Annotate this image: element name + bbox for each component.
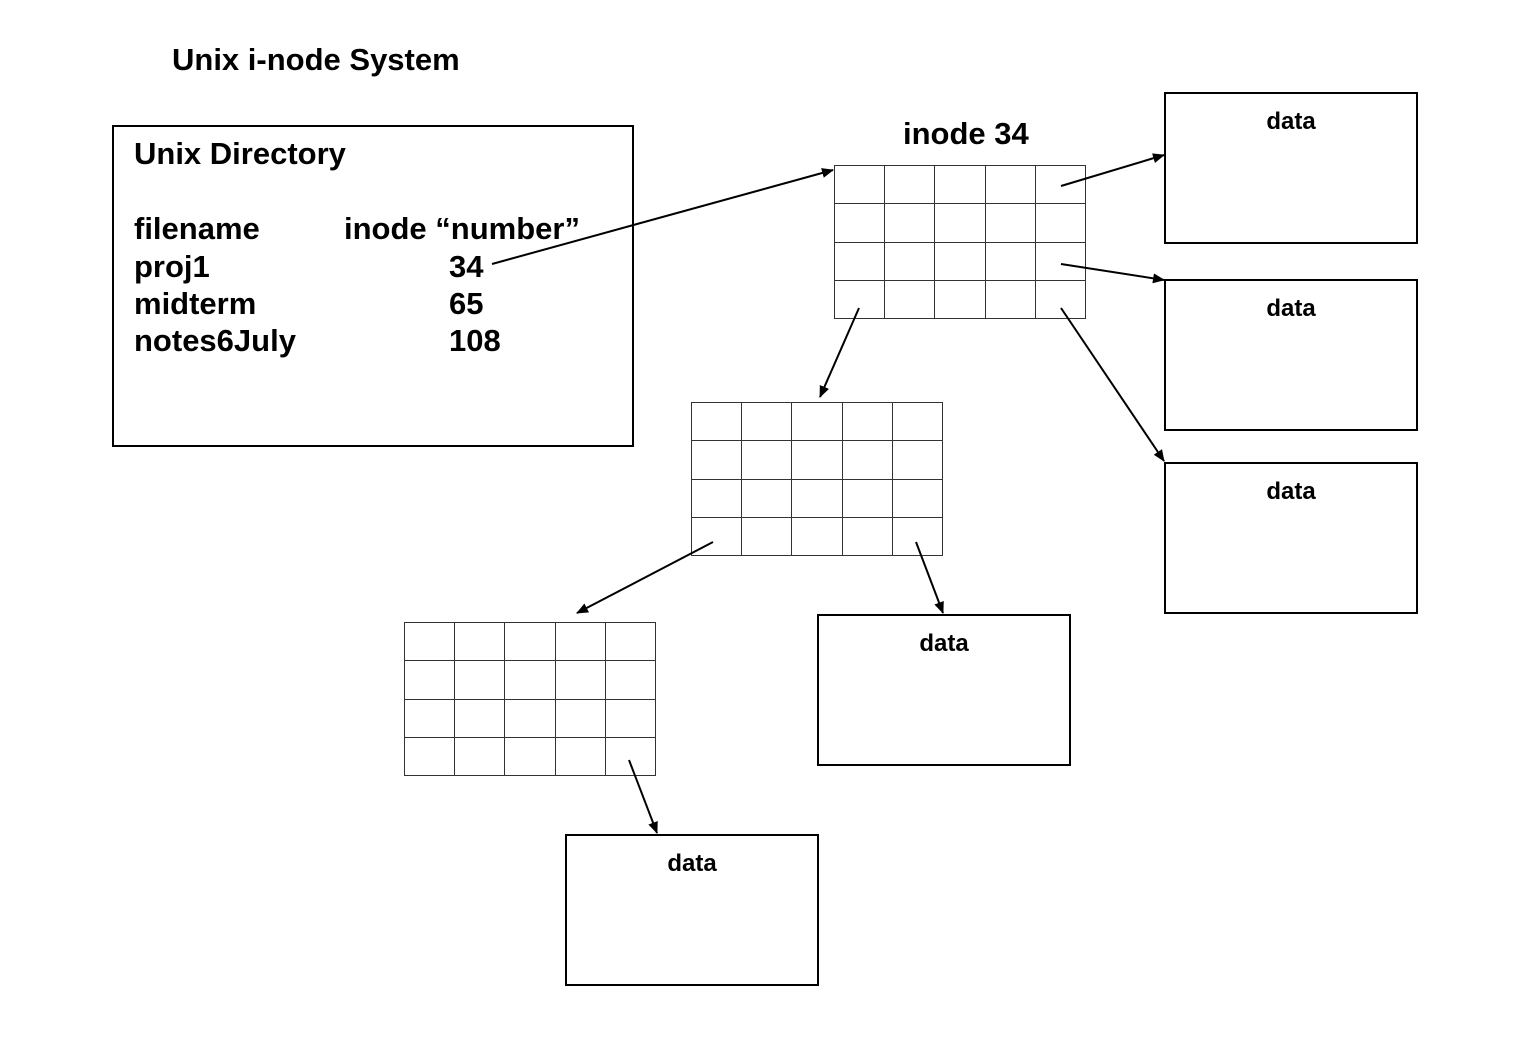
- arrow-inode-to-data-2: [1060, 263, 1165, 284]
- table-cell: [692, 441, 743, 480]
- table-cell: [505, 661, 556, 700]
- table-cell: [792, 441, 843, 480]
- arrow-inode-to-indirect: [819, 307, 860, 398]
- table-cell: [1035, 204, 1086, 243]
- table-cell: [792, 517, 843, 556]
- arrow-inode-to-data-1: [1060, 153, 1165, 187]
- table-cell: [455, 661, 506, 700]
- data-block-3: data: [1164, 462, 1418, 614]
- table-cell: [505, 737, 556, 776]
- table-cell: [792, 479, 843, 518]
- data-block-2-label: data: [1266, 295, 1316, 322]
- arrow-indirect-to-double-indirect: [576, 541, 714, 614]
- directory-title: Unix Directory: [134, 136, 346, 171]
- table-cell: [935, 204, 986, 243]
- table-cell: [985, 166, 1036, 205]
- table-cell: [885, 280, 936, 319]
- table-cell: [1035, 166, 1086, 205]
- data-block-2: data: [1164, 279, 1418, 431]
- table-cell: [985, 204, 1036, 243]
- data-block-1: data: [1164, 92, 1418, 244]
- table-cell: [885, 204, 936, 243]
- data-block-3-label: data: [1266, 478, 1316, 505]
- table-cell: [505, 699, 556, 738]
- table-cell: [405, 661, 456, 700]
- directory-box: [112, 125, 634, 447]
- table-cell: [935, 242, 986, 281]
- filename-proj1: proj1: [134, 249, 210, 284]
- table-cell: [455, 737, 506, 776]
- table-cell: [835, 280, 886, 319]
- data-block-1-label: data: [1266, 108, 1316, 135]
- inode-number-midterm: 65: [449, 286, 484, 321]
- table-cell: [842, 441, 893, 480]
- table-cell: [455, 699, 506, 738]
- table-cell: [742, 441, 793, 480]
- table-cell: [835, 166, 886, 205]
- table-cell: [505, 623, 556, 662]
- table-cell: [892, 441, 943, 480]
- table-cell: [692, 517, 743, 556]
- table-cell: [842, 517, 893, 556]
- table-cell: [405, 623, 456, 662]
- table-cell: [555, 699, 606, 738]
- inode-number-header: inode “number”: [344, 211, 580, 246]
- table-cell: [892, 479, 943, 518]
- arrow-double-indirect-to-data-5: [628, 759, 658, 834]
- data-block-5: data: [565, 834, 819, 986]
- table-cell: [405, 699, 456, 738]
- table-cell: [892, 517, 943, 556]
- filename-header: filename: [134, 211, 260, 246]
- table-cell: [742, 517, 793, 556]
- arrow-inode-to-data-3: [1060, 307, 1165, 462]
- table-cell: [985, 242, 1036, 281]
- table-cell: [605, 699, 656, 738]
- table-cell: [692, 403, 743, 442]
- table-cell: [692, 479, 743, 518]
- table-cell: [792, 403, 843, 442]
- inode-34-table: [834, 165, 1086, 319]
- filename-midterm: midterm: [134, 286, 257, 321]
- table-cell: [742, 403, 793, 442]
- table-cell: [605, 737, 656, 776]
- diagram-title: Unix i-node System: [172, 42, 460, 77]
- table-cell: [1035, 280, 1086, 319]
- table-cell: [892, 403, 943, 442]
- table-cell: [842, 403, 893, 442]
- table-cell: [742, 479, 793, 518]
- table-cell: [555, 737, 606, 776]
- table-cell: [555, 661, 606, 700]
- double-indirect-block-table: [404, 622, 656, 776]
- table-cell: [885, 166, 936, 205]
- table-cell: [985, 280, 1036, 319]
- inode-34-label: inode 34: [903, 116, 1029, 151]
- data-block-4-label: data: [919, 630, 969, 657]
- indirect-block-table: [691, 402, 943, 556]
- arrow-proj1-to-inode: [491, 168, 834, 265]
- table-cell: [605, 661, 656, 700]
- table-cell: [1035, 242, 1086, 281]
- table-cell: [835, 242, 886, 281]
- table-cell: [885, 242, 936, 281]
- table-cell: [555, 623, 606, 662]
- table-cell: [842, 479, 893, 518]
- table-cell: [455, 623, 506, 662]
- table-cell: [605, 623, 656, 662]
- table-cell: [935, 166, 986, 205]
- filename-notes6july: notes6July: [134, 323, 296, 358]
- data-block-5-label: data: [667, 850, 717, 877]
- table-cell: [405, 737, 456, 776]
- inode-number-proj1: 34: [449, 249, 484, 284]
- inode-number-notes6july: 108: [449, 323, 501, 358]
- arrow-indirect-to-data-4: [915, 541, 944, 614]
- data-block-4: data: [817, 614, 1071, 766]
- table-cell: [935, 280, 986, 319]
- table-cell: [835, 204, 886, 243]
